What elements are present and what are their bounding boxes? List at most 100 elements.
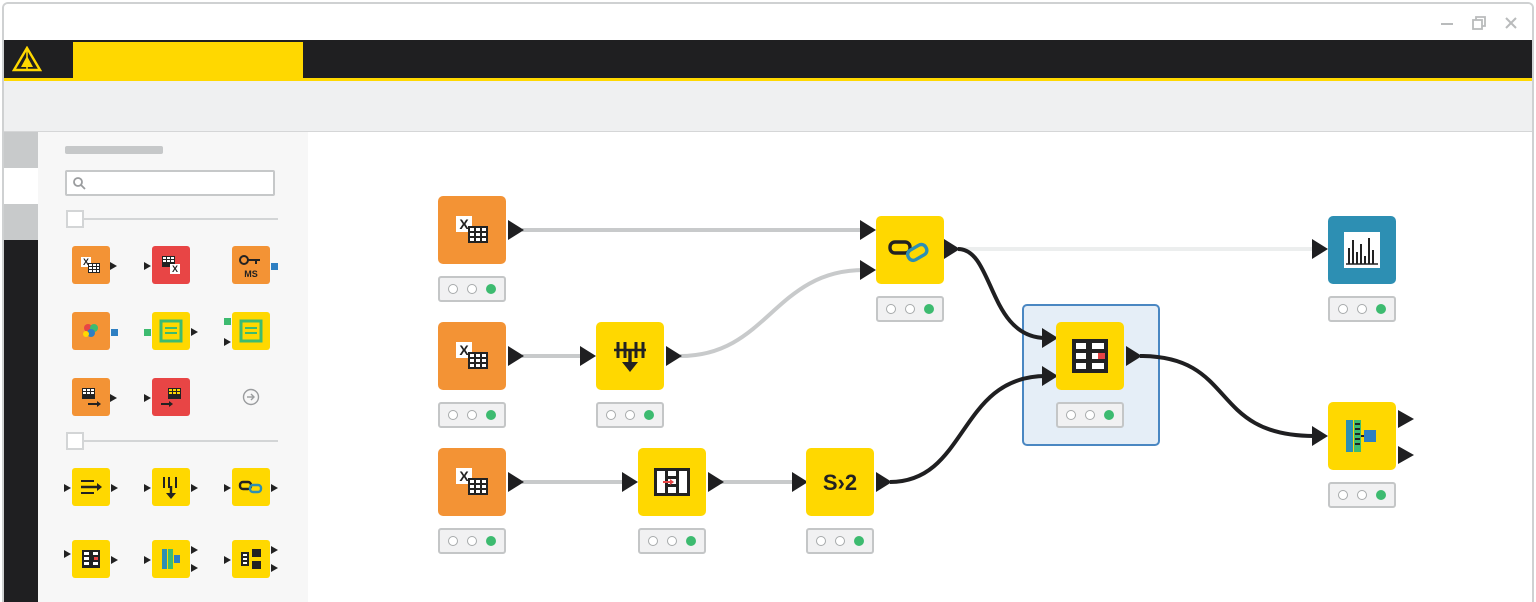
rule-splitter-icon	[1346, 420, 1376, 452]
status-light-red	[886, 304, 896, 314]
out-port-icon	[191, 546, 198, 554]
link-icon	[888, 240, 929, 263]
repo-node-table-writer[interactable]	[152, 378, 190, 416]
node-excel-reader-2[interactable]: X	[438, 322, 506, 390]
active-tab[interactable]	[73, 42, 303, 78]
close-icon[interactable]	[1500, 12, 1522, 34]
node-bar-chart[interactable]	[1328, 216, 1396, 284]
connection-concatenate-crossjoiner[interactable]	[679, 268, 865, 358]
repo-node-excel-writer[interactable]: X	[152, 246, 190, 284]
status-light-yellow	[667, 536, 677, 546]
in-port-icon	[144, 394, 151, 402]
status-light-yellow	[1357, 490, 1367, 500]
node-column-filter[interactable]	[638, 448, 706, 516]
node-string-to-number[interactable]: S›2	[806, 448, 874, 516]
node-status-traffic-light	[806, 528, 874, 554]
out-port-icon[interactable]	[1398, 446, 1414, 464]
out-port-icon[interactable]	[666, 346, 682, 366]
repo-node-excel-reader[interactable]: X	[72, 246, 110, 284]
in-port-icon[interactable]	[622, 472, 638, 492]
bar-chart-icon	[1344, 232, 1380, 268]
status-light-yellow	[467, 284, 477, 294]
workflow-canvas[interactable]: X X X	[308, 132, 1532, 602]
out-port-icon[interactable]	[944, 239, 960, 259]
in-port-icon	[224, 338, 231, 346]
view-in-port-icon	[224, 318, 231, 325]
out-port-icon[interactable]	[1398, 410, 1414, 428]
repo-node-joiner[interactable]	[72, 540, 110, 578]
status-light-yellow	[467, 536, 477, 546]
status-light-red	[1338, 304, 1348, 314]
side-panel-tabs	[4, 132, 38, 602]
in-port-icon	[144, 484, 151, 492]
restore-icon[interactable]	[1468, 12, 1490, 34]
concatenate-icon	[614, 342, 646, 372]
node-status-traffic-light	[438, 528, 506, 554]
out-port-icon[interactable]	[508, 220, 524, 240]
in-port-icon	[144, 262, 151, 270]
node-rule-splitter[interactable]	[1328, 402, 1396, 470]
status-light-red	[1338, 490, 1348, 500]
repo-node-concatenate[interactable]	[152, 468, 190, 506]
connection-joiner-rulesplitter[interactable]	[1139, 354, 1315, 438]
svg-text:X: X	[459, 216, 469, 232]
status-light-red	[1066, 410, 1076, 420]
status-light-yellow	[625, 410, 635, 420]
in-port-icon[interactable]	[1312, 426, 1328, 446]
out-port-icon[interactable]	[508, 472, 524, 492]
repository-title-placeholder	[65, 146, 163, 154]
repo-node-table-view-1[interactable]	[152, 312, 190, 350]
repo-node-cross-joiner[interactable]	[232, 468, 270, 506]
side-tab-3[interactable]	[4, 204, 38, 240]
status-light-green	[486, 284, 496, 294]
in-port-icon	[144, 556, 151, 564]
column-filter-icon	[654, 468, 690, 496]
in-port-icon[interactable]	[792, 472, 808, 492]
node-status-traffic-light	[876, 296, 944, 322]
category-divider	[84, 440, 278, 442]
repo-node-rule-splitter[interactable]	[152, 540, 190, 578]
status-light-yellow	[1085, 410, 1095, 420]
in-port-icon[interactable]	[1042, 366, 1058, 386]
repo-node-db-connector[interactable]: MS	[232, 246, 270, 284]
svg-text:X: X	[83, 257, 89, 267]
repo-node-table-view-2[interactable]	[232, 312, 270, 350]
in-port-icon[interactable]	[860, 220, 876, 240]
status-light-red	[648, 536, 658, 546]
node-excel-reader-1[interactable]: X	[438, 196, 506, 264]
toolbar	[4, 81, 1532, 132]
svg-text:X: X	[459, 468, 469, 484]
node-cross-joiner[interactable]	[876, 216, 944, 284]
out-port-icon[interactable]	[1126, 346, 1142, 366]
category-toggle-1[interactable]	[66, 210, 84, 228]
repo-node-table-reader[interactable]	[72, 378, 110, 416]
repo-node-splitter[interactable]	[232, 540, 270, 578]
search-input[interactable]	[65, 170, 275, 196]
more-arrow-icon[interactable]	[242, 388, 260, 406]
out-port-icon[interactable]	[508, 346, 524, 366]
in-port-icon[interactable]	[860, 260, 876, 280]
out-port-icon[interactable]	[876, 472, 892, 492]
status-light-red	[448, 284, 458, 294]
out-port-icon	[271, 546, 278, 554]
excel-reader-icon: X	[456, 468, 488, 495]
connection-s2-joiner[interactable]	[889, 374, 1047, 484]
node-status-traffic-light	[438, 402, 506, 428]
repo-node-color-manager[interactable]	[72, 312, 110, 350]
status-light-red	[448, 536, 458, 546]
node-excel-reader-3[interactable]: X	[438, 448, 506, 516]
side-tab-1[interactable]	[4, 132, 38, 168]
minimize-icon[interactable]	[1436, 12, 1458, 34]
in-port-icon[interactable]	[1042, 328, 1058, 348]
in-port-icon[interactable]	[580, 346, 596, 366]
node-joiner[interactable]	[1056, 322, 1124, 390]
side-tab-2[interactable]	[4, 168, 38, 204]
color-port-icon	[111, 329, 118, 336]
in-port-icon[interactable]	[1312, 239, 1328, 259]
node-concatenate[interactable]	[596, 322, 664, 390]
out-port-icon[interactable]	[708, 472, 724, 492]
connection-crossjoiner-joiner[interactable]	[957, 247, 1047, 340]
category-toggle-2[interactable]	[66, 432, 84, 450]
repo-node-column-filter[interactable]	[72, 468, 110, 506]
node-status-traffic-light	[596, 402, 664, 428]
